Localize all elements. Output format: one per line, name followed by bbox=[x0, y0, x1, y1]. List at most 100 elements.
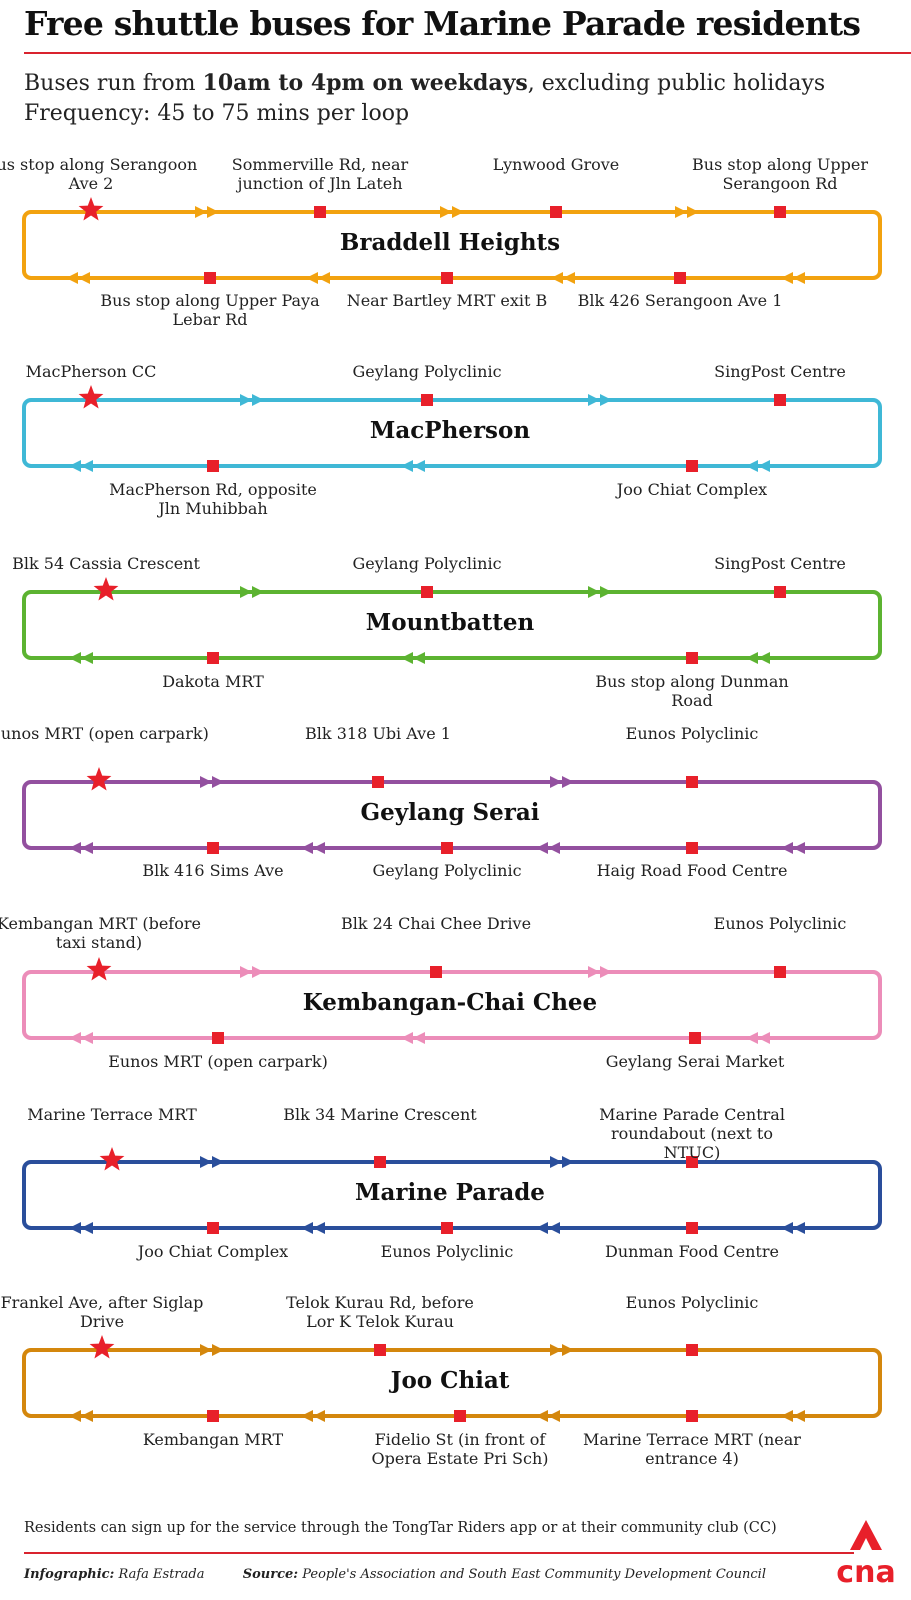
direction-arrow-icon bbox=[600, 966, 612, 978]
route-loop-line bbox=[22, 1348, 882, 1418]
start-star-icon bbox=[93, 577, 119, 601]
start-star-icon bbox=[78, 197, 104, 221]
stop-label: Marine Terrace MRT bbox=[27, 1105, 197, 1124]
bus-stop-marker bbox=[686, 776, 698, 788]
stop-label: Haig Road Food Centre bbox=[596, 861, 788, 880]
direction-arrow-icon bbox=[675, 206, 687, 218]
schedule-post: , excluding public holidays bbox=[527, 71, 826, 96]
direction-arrow-icon bbox=[550, 776, 562, 788]
direction-arrow-icon bbox=[306, 272, 318, 284]
direction-arrow-icon bbox=[301, 1222, 313, 1234]
direction-arrow-icon bbox=[781, 842, 793, 854]
direction-arrow-icon bbox=[69, 1032, 81, 1044]
bus-stop-marker bbox=[689, 1032, 701, 1044]
stop-label: Eunos Polyclinic bbox=[625, 1293, 759, 1312]
stop-label: Bus stop along Upper Serangoon Rd bbox=[692, 155, 868, 193]
schedule-line: Buses run from 10am to 4pm on weekdays, … bbox=[24, 70, 825, 96]
start-star-icon bbox=[78, 385, 104, 409]
stop-label: Eunos Polyclinic bbox=[380, 1242, 514, 1261]
stop-label: Lynwood Grove bbox=[492, 155, 620, 174]
bus-stop-marker bbox=[441, 842, 453, 854]
route-name: Mountbatten bbox=[365, 609, 535, 636]
direction-arrow-icon bbox=[313, 1410, 325, 1422]
bus-stop-marker bbox=[421, 394, 433, 406]
direction-arrow-icon bbox=[69, 460, 81, 472]
direction-arrow-icon bbox=[69, 1222, 81, 1234]
stop-label: Marine Terrace MRT (near entrance 4) bbox=[583, 1430, 801, 1468]
stop-label: Kembangan MRT bbox=[142, 1430, 284, 1449]
frequency-line: Frequency: 45 to 75 mins per loop bbox=[24, 101, 410, 126]
cna-logo-text: cna bbox=[836, 1555, 895, 1590]
stop-label: Frankel Ave, after Siglap Drive bbox=[0, 1293, 204, 1331]
stop-label: Eunos Polyclinic bbox=[713, 914, 847, 933]
direction-arrow-icon bbox=[301, 842, 313, 854]
stop-label: Joo Chiat Complex bbox=[137, 1242, 289, 1261]
credits: Infographic: Rafa Estrada Source: People… bbox=[24, 1567, 766, 1582]
stop-label: Marine Parade Central roundabout (next t… bbox=[599, 1105, 785, 1162]
bus-stop-marker bbox=[421, 586, 433, 598]
stop-label: Sommerville Rd, near junction of Jln Lat… bbox=[231, 155, 409, 193]
bus-stop-marker bbox=[686, 842, 698, 854]
route-name: Braddell Heights bbox=[339, 229, 561, 256]
stop-label: MacPherson CC bbox=[25, 362, 157, 381]
direction-arrow-icon bbox=[793, 272, 805, 284]
bus-stop-marker bbox=[454, 1410, 466, 1422]
direction-arrow-icon bbox=[413, 1032, 425, 1044]
source-label: Source: bbox=[242, 1567, 299, 1582]
direction-arrow-icon bbox=[240, 586, 252, 598]
bus-stop-marker bbox=[374, 1344, 386, 1356]
direction-arrow-icon bbox=[413, 460, 425, 472]
schedule-pre: Buses run from bbox=[24, 71, 203, 96]
direction-arrow-icon bbox=[212, 776, 224, 788]
direction-arrow-icon bbox=[313, 1222, 325, 1234]
direction-arrow-icon bbox=[550, 1344, 562, 1356]
direction-arrow-icon bbox=[781, 272, 793, 284]
direction-arrow-icon bbox=[758, 652, 770, 664]
stop-label: Fidelio St (in front of Opera Estate Pri… bbox=[371, 1430, 549, 1468]
direction-arrow-icon bbox=[318, 272, 330, 284]
stop-label: Eunos MRT (open carpark) bbox=[108, 1052, 328, 1071]
bus-stop-marker bbox=[207, 1410, 219, 1422]
direction-arrow-icon bbox=[793, 1222, 805, 1234]
direction-arrow-icon bbox=[536, 842, 548, 854]
direction-arrow-icon bbox=[562, 1156, 574, 1168]
infographic-name: Rafa Estrada bbox=[118, 1567, 205, 1582]
bus-stop-marker bbox=[686, 1222, 698, 1234]
direction-arrow-icon bbox=[758, 460, 770, 472]
bus-stop-marker bbox=[441, 272, 453, 284]
direction-arrow-icon bbox=[81, 1032, 93, 1044]
direction-arrow-icon bbox=[401, 460, 413, 472]
direction-arrow-icon bbox=[781, 1410, 793, 1422]
direction-arrow-icon bbox=[200, 1156, 212, 1168]
direction-arrow-icon bbox=[600, 586, 612, 598]
bus-stop-marker bbox=[204, 272, 216, 284]
bus-stop-marker bbox=[686, 1410, 698, 1422]
stop-label: Dakota MRT bbox=[162, 672, 264, 691]
route-name: Geylang Serai bbox=[360, 799, 540, 826]
bus-stop-marker bbox=[686, 1344, 698, 1356]
direction-arrow-icon bbox=[588, 586, 600, 598]
stop-label: Kembangan MRT (before taxi stand) bbox=[0, 914, 201, 952]
bus-stop-marker bbox=[686, 652, 698, 664]
direction-arrow-icon bbox=[78, 272, 90, 284]
direction-arrow-icon bbox=[401, 652, 413, 664]
bus-stop-marker bbox=[314, 206, 326, 218]
stop-label: Bus stop along Serangoon Ave 2 bbox=[0, 155, 198, 193]
bus-stop-marker bbox=[207, 1222, 219, 1234]
direction-arrow-icon bbox=[240, 966, 252, 978]
stop-label: Blk 54 Cassia Crescent bbox=[12, 554, 200, 573]
stop-label: Dunman Food Centre bbox=[605, 1242, 779, 1261]
bus-stop-marker bbox=[372, 776, 384, 788]
bus-stop-marker bbox=[430, 966, 442, 978]
direction-arrow-icon bbox=[301, 1410, 313, 1422]
direction-arrow-icon bbox=[536, 1410, 548, 1422]
schedule-hours: 10am to 4pm on weekdays bbox=[202, 70, 528, 96]
stop-label: Blk 426 Serangoon Ave 1 bbox=[577, 291, 783, 310]
bus-stop-marker bbox=[207, 652, 219, 664]
stop-label: Geylang Polyclinic bbox=[352, 554, 502, 573]
stop-label: Blk 24 Chai Chee Drive bbox=[340, 914, 532, 933]
direction-arrow-icon bbox=[551, 272, 563, 284]
stop-label: Geylang Polyclinic bbox=[372, 861, 522, 880]
start-star-icon bbox=[86, 957, 112, 981]
